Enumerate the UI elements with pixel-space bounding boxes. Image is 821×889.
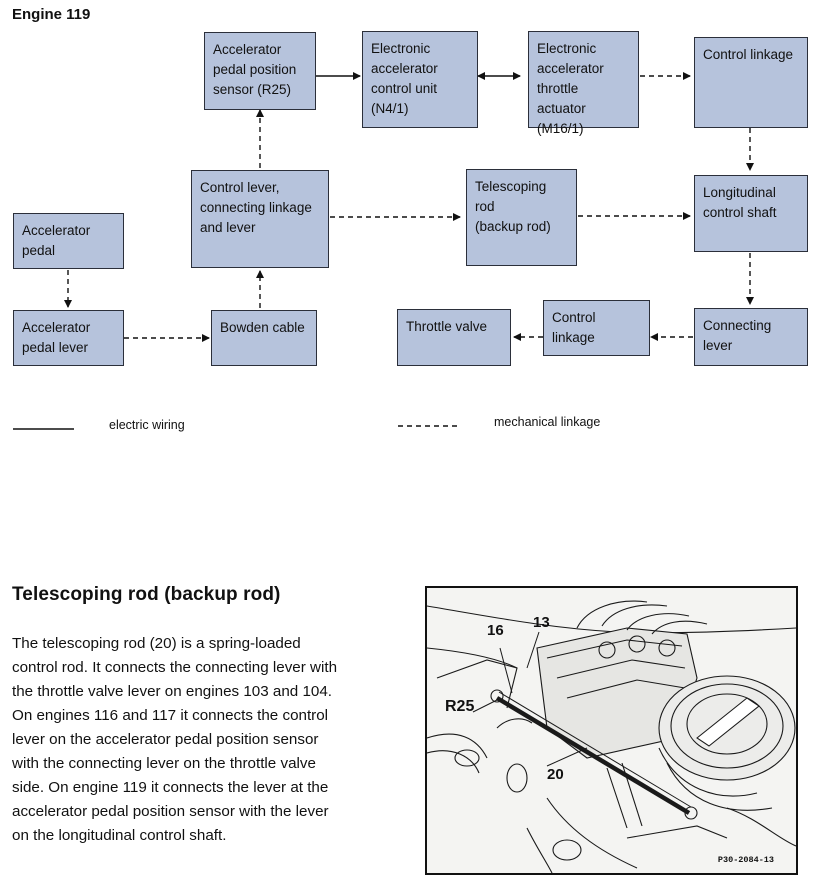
legend-electric-label: electric wiring <box>109 418 185 432</box>
box-control-linkage-bottom: Control linkage <box>543 300 650 356</box>
body-line: On engines 116 and 117 it connects the c… <box>12 707 329 724</box>
photo-label-13: 13 <box>533 614 550 631</box>
body-line: side. On engine 119 it connects the leve… <box>12 779 329 796</box>
body-line: the throttle valve lever on engines 103 … <box>12 683 333 700</box>
body-line: accelerator pedal position sensor with t… <box>12 803 329 820</box>
engine-photo: 16 13 R25 20 P30-2084-13 <box>425 586 798 875</box>
section-heading: Telescoping rod (backup rod) <box>12 584 281 605</box>
box-control-linkage-top: Control linkage <box>694 37 808 128</box>
box-electronic-control-unit: Electronic accelerator control unit (N4/… <box>362 31 478 128</box>
box-accelerator-pedal-lever: Accelerator pedal lever <box>13 310 124 366</box>
photo-label-r25: R25 <box>445 698 475 715</box>
box-control-lever: Control lever, connecting linkage and le… <box>191 170 329 268</box>
box-telescoping-rod: Telescoping rod (backup rod) <box>466 169 577 266</box>
box-throttle-valve: Throttle valve <box>397 309 511 366</box>
photo-label-16: 16 <box>487 622 504 639</box>
body-line: lever on the accelerator pedal position … <box>12 731 319 748</box>
box-pedal-position-sensor: Accelerator pedal position sensor (R25) <box>204 32 316 110</box>
legend-mechanical-label: mechanical linkage <box>494 415 601 429</box>
box-connecting-lever: Connecting lever <box>694 308 808 366</box>
body-line: on the longitudinal control shaft. <box>12 827 227 844</box>
page-title: Engine 119 <box>12 6 91 23</box>
body-line: control rod. It connects the connecting … <box>12 659 338 676</box>
photo-label-20: 20 <box>547 766 564 783</box>
body-paragraph: The telescoping rod (20) is a spring-loa… <box>12 632 402 848</box>
diagram-connectors <box>13 72 754 430</box>
box-throttle-actuator: Electronic accelerator throttle actuator… <box>528 31 639 136</box>
body-line: The telescoping rod (20) is a spring-loa… <box>12 635 301 652</box>
box-accelerator-pedal: Accelerator pedal <box>13 213 124 269</box>
engine-line-art <box>427 600 796 873</box>
photo-reference-code: P30-2084-13 <box>717 855 774 865</box>
box-longitudinal-control-shaft: Longitudinal control shaft <box>694 175 808 252</box>
box-bowden-cable: Bowden cable <box>211 310 317 366</box>
body-line: with the connecting lever on the throttl… <box>12 755 316 772</box>
